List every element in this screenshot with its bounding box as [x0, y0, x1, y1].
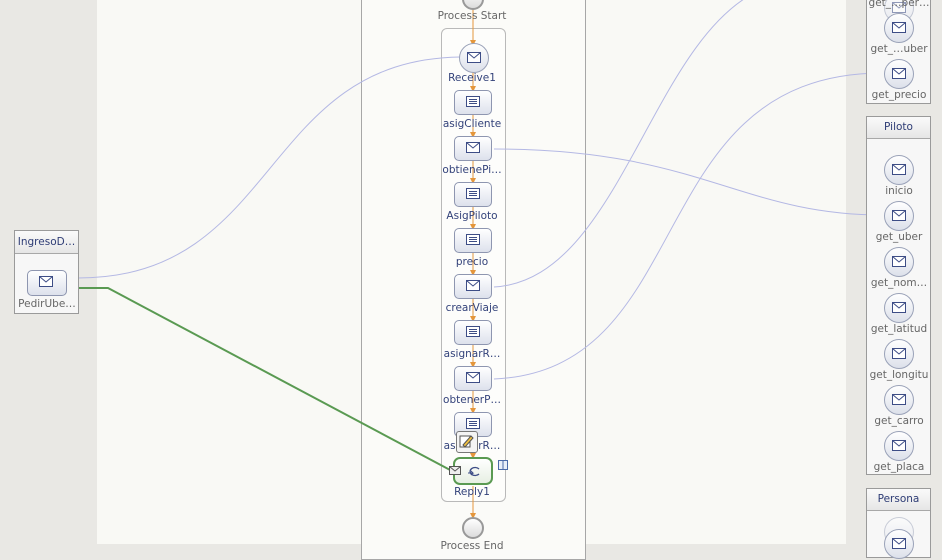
activity-label: Reply1 [454, 486, 490, 498]
operation-node[interactable] [884, 431, 914, 461]
envelope-icon [466, 280, 480, 291]
crearviaje-activity[interactable] [454, 274, 492, 299]
envelope-icon [892, 348, 906, 359]
operation-label: get_…per… [868, 0, 930, 9]
piloto-partner-link[interactable]: Piloto inicio get_uber get_nom… get_lati… [866, 116, 931, 475]
envelope-icon [892, 2, 906, 13]
documentation-icon[interactable] [498, 460, 508, 473]
operation-label: get_carro [874, 415, 924, 427]
assign-icon [466, 96, 480, 107]
operation-label: get_…uber [870, 43, 928, 55]
envelope-icon [892, 256, 906, 267]
envelope-icon [892, 394, 906, 405]
asigcliente-activity[interactable] [454, 90, 492, 115]
envelope-icon [892, 68, 906, 79]
operation-node[interactable] [884, 385, 914, 415]
receive1-activity[interactable] [459, 43, 489, 73]
envelope-icon [892, 302, 906, 313]
operation-node[interactable] [884, 529, 914, 559]
operation-node[interactable] [884, 201, 914, 231]
envelope-icon [892, 164, 906, 175]
operation-node[interactable] [884, 59, 914, 89]
obtienepi-activity[interactable] [454, 136, 492, 161]
operation-label: get_longitu [869, 369, 929, 381]
partner-link-title: Piloto [867, 117, 930, 139]
partner-link-title: Persona [867, 489, 930, 511]
operation-label: get_uber [875, 231, 923, 243]
operation-node[interactable] [884, 293, 914, 323]
operation-label: inicio [885, 185, 913, 197]
activity-label: asignarR… [443, 348, 501, 360]
operation-node[interactable] [884, 155, 914, 185]
activity-label: precio [455, 256, 489, 268]
assign-icon [466, 188, 480, 199]
envelope-icon [466, 372, 480, 383]
activity-label: obtenerP… [443, 394, 501, 406]
activity-label: AsigPiloto [446, 210, 498, 222]
obtenerp-activity[interactable] [454, 366, 492, 391]
operation-label: get_placa [873, 461, 925, 473]
operation-node[interactable] [884, 13, 914, 43]
reply-icon [468, 466, 480, 477]
activity-label: obtienePi… [442, 164, 502, 176]
activity-label: crearViaje [445, 302, 499, 314]
edit-icon[interactable] [456, 431, 478, 453]
left-partner-link[interactable]: IngresoD… PedirUbe… [14, 230, 79, 314]
assign-icon [466, 418, 480, 429]
envelope-icon [39, 276, 53, 287]
operation-label: PedirUbe… [18, 298, 76, 310]
process-end-node[interactable] [462, 517, 484, 539]
operation-node[interactable] [884, 247, 914, 277]
activity-label: asigCliente [442, 118, 502, 130]
pedir-operation[interactable] [27, 270, 67, 296]
activity-label: Receive1 [448, 72, 496, 84]
asignarr-activity[interactable] [454, 320, 492, 345]
right-partner-link-top[interactable]: get_…per… get_…uber get_precio [866, 0, 931, 104]
precio-activity[interactable] [454, 228, 492, 253]
reply-envelope-icon [449, 466, 461, 478]
asigpiloto-activity[interactable] [454, 182, 492, 207]
operation-node[interactable] [884, 339, 914, 369]
envelope-icon [466, 142, 480, 153]
assign-icon [466, 234, 480, 245]
partner-link-title: IngresoD… [15, 231, 78, 254]
envelope-icon [892, 210, 906, 221]
persona-partner-link[interactable]: Persona [866, 488, 931, 559]
envelope-icon [892, 440, 906, 451]
envelope-icon [892, 22, 906, 33]
process-end-label: Process End [440, 540, 504, 552]
process-start-label: Process Start [437, 10, 507, 22]
operation-label: get_precio [871, 89, 927, 101]
operation-label: get_latitud [870, 323, 928, 335]
envelope-icon [467, 52, 481, 63]
assign-icon [466, 326, 480, 337]
operation-label: get_nom… [870, 277, 928, 289]
